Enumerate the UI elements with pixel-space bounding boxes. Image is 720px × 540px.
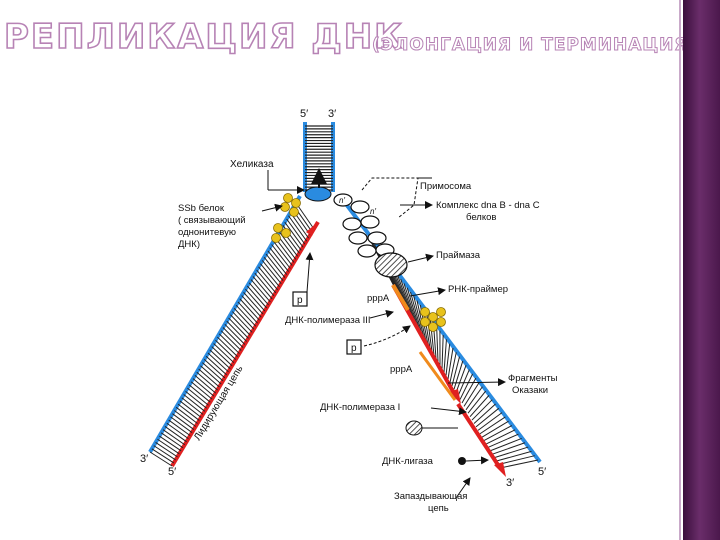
base-pair-rung — [500, 460, 538, 468]
dna-pol3-label: ДНК-полимераза III — [285, 315, 371, 326]
base-pair-rung — [195, 375, 216, 393]
ligase-label: ДНК-лигаза — [382, 456, 434, 467]
base-pair-rung — [167, 423, 189, 438]
ssb-label-3: однонитевую — [178, 227, 236, 238]
base-pair-rung — [496, 451, 531, 461]
lagging-strand-label-1: Запаздывающая — [394, 491, 467, 502]
base-pair-rung — [193, 379, 214, 397]
base-pair-rung — [157, 439, 179, 454]
base-pair-rung — [176, 407, 197, 423]
base-pair-rung — [178, 404, 199, 420]
base-pair-rung — [189, 385, 210, 402]
helicase-label: Хеликаза — [230, 159, 274, 170]
base-pair-rung — [219, 334, 239, 354]
base-pair-rung — [221, 331, 241, 351]
base-pair-rung — [494, 447, 528, 458]
ssb-label-4: ДНК) — [178, 239, 200, 250]
dna-polymerase-1-enzyme — [406, 421, 422, 435]
base-pair-rung — [182, 398, 203, 415]
base-pair-rung — [156, 442, 178, 456]
base-pair-rung — [201, 366, 222, 384]
base-pair-rung — [184, 395, 205, 412]
base-pair-rung — [206, 356, 226, 375]
base-pair-rung — [172, 414, 193, 430]
base-pair-rung — [450, 352, 456, 382]
ssb-label-1: SSb белок — [178, 203, 225, 214]
base-pair-rung — [152, 449, 174, 463]
base-pair-rung — [216, 340, 236, 359]
base-pair-rung — [223, 328, 243, 348]
primase-label: Праймаза — [436, 250, 481, 261]
base-pair-rung — [214, 343, 234, 362]
top-5-label: 5′ — [300, 108, 308, 120]
pppa-label-1: pppA — [367, 293, 390, 304]
base-pair-rung — [186, 391, 207, 408]
dnab-label-1: Комплекс dna B - dna C — [436, 200, 540, 211]
base-pair-rung — [212, 347, 232, 366]
base-pair-rung — [169, 420, 190, 436]
base-pair-rung — [225, 324, 245, 344]
lagging-strand-label-2: цепь — [428, 503, 449, 514]
base-pair-rung — [174, 411, 195, 427]
p-label-2: p — [351, 343, 357, 354]
base-pair-rung — [165, 426, 187, 441]
base-pair-rung — [452, 357, 460, 386]
rna-primer-label: РНК-праймер — [448, 284, 508, 295]
bottom-right-5-label: 5′ — [538, 466, 546, 478]
base-pair-rung — [444, 339, 446, 372]
base-pair-rung — [199, 369, 220, 387]
dnab-label-2: белков — [466, 212, 496, 223]
base-pair-rung — [187, 388, 208, 405]
base-pair-rung — [204, 359, 225, 377]
base-pair-rung — [163, 430, 185, 445]
p-label-1: p — [297, 295, 303, 306]
base-pair-rung — [171, 417, 192, 433]
bottom-left-5-label: 5′ — [168, 466, 176, 478]
base-pair-rung — [154, 446, 176, 460]
base-pair-rung — [217, 337, 237, 357]
base-pair-rung — [180, 401, 201, 417]
base-pair-rung — [202, 363, 223, 381]
ssb-label-2: ( связывающий — [178, 215, 246, 226]
dna-ligase-enzyme — [458, 457, 466, 465]
base-pair-rung — [159, 436, 181, 451]
base-pair-rung — [442, 335, 443, 369]
base-pair-rung — [208, 353, 228, 372]
n-label-2: n′ — [370, 207, 376, 216]
base-pair-rung — [437, 326, 438, 361]
primase-enzyme — [375, 253, 407, 277]
base-pair-rung — [227, 321, 247, 341]
base-pair-rung — [197, 372, 218, 390]
dna-pol1-label: ДНК-полимераза I — [320, 402, 400, 413]
okazaki-label-2: Оказаки — [512, 385, 548, 396]
n-label: n′ — [339, 196, 345, 205]
top-3-label: 3′ — [328, 108, 336, 120]
bottom-right-3-label: 3′ — [506, 477, 514, 489]
base-pair-rung — [191, 382, 212, 399]
pppa-label-2: pppA — [390, 364, 413, 375]
helicase-enzyme — [305, 187, 331, 201]
base-pair-rung — [498, 456, 535, 465]
base-pair-rung — [210, 350, 230, 369]
primosome-label: Примосома — [420, 181, 472, 192]
base-pair-rung — [161, 433, 183, 448]
bottom-left-3-label: 3′ — [140, 453, 148, 465]
okazaki-label-1: Фрагменты — [508, 373, 558, 384]
